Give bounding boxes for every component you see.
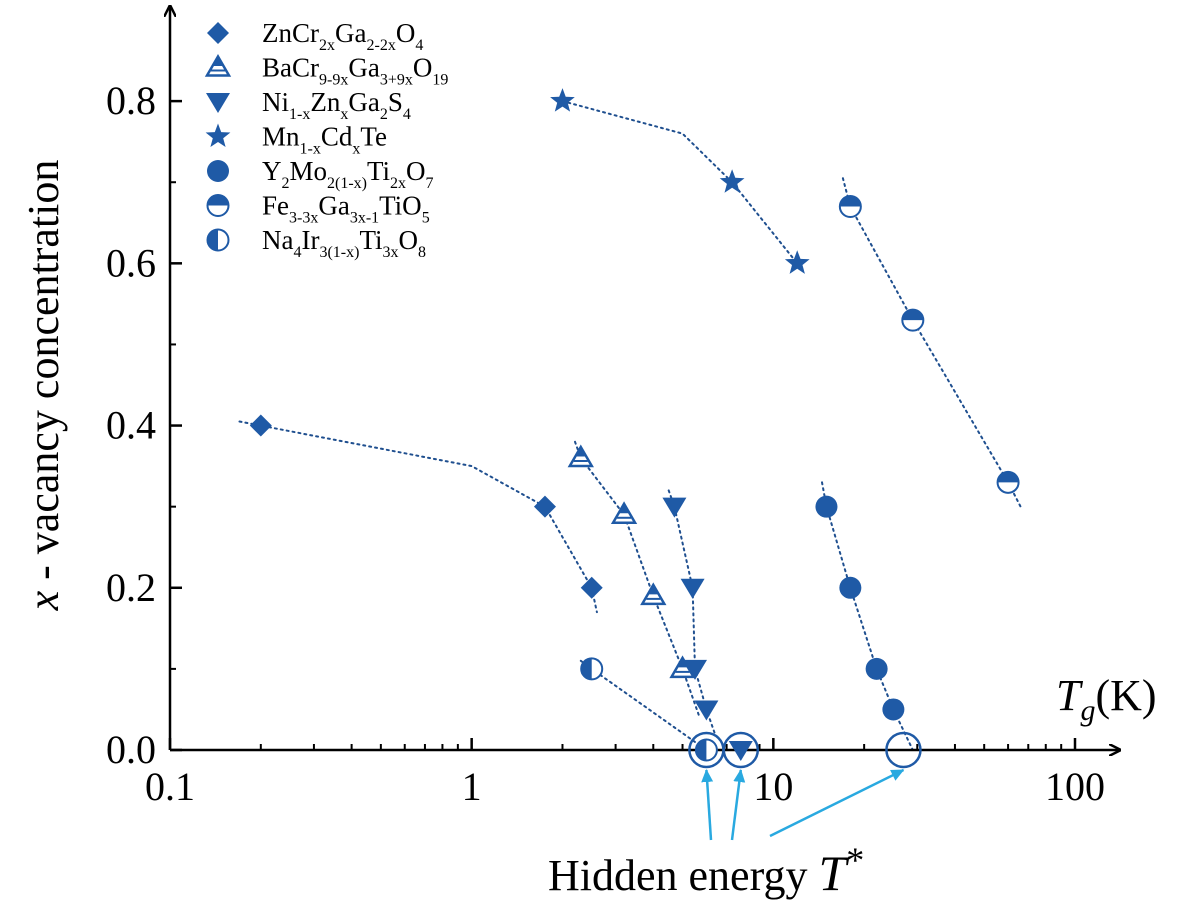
series-2-point — [640, 582, 667, 606]
annotation-arrow — [701, 769, 714, 841]
fit-line-6 — [841, 177, 1022, 508]
hidden-energy-circle — [885, 731, 922, 769]
legend-entry-2: BaCr9-9xGa3+9xO19 — [262, 53, 448, 89]
series-1-point — [249, 414, 272, 437]
series-2-point — [567, 444, 594, 468]
fit-line-4 — [561, 100, 799, 265]
series-1-point — [533, 495, 556, 518]
series-1-point — [580, 576, 603, 599]
series-5-point — [882, 698, 905, 721]
series-3-point — [662, 497, 687, 518]
series-2-point — [610, 501, 638, 525]
series-5-point — [865, 657, 888, 680]
hidden-energy-circle — [722, 731, 760, 769]
legend-entry-1: ZnCr2xGa2-2xO4 — [262, 18, 423, 54]
legend-entry-7: Na4Ir3(1-x)Ti3xO8 — [262, 225, 426, 261]
y-tick-label: 0.0 — [106, 727, 156, 772]
data-markers — [249, 88, 1020, 762]
legend: ZnCr2xGa2-2xO4BaCr9-9xGa3+9xO19Ni1-xZnxG… — [204, 18, 448, 261]
fit-lines — [238, 100, 1022, 751]
hidden-energy-label: Hidden energy T* — [548, 840, 864, 901]
y-axis-title: x - vacancy concentration — [19, 160, 68, 612]
series-6-point — [901, 308, 925, 332]
y-tick-label: 0.4 — [106, 403, 156, 448]
series-4-point — [784, 250, 810, 274]
x-axis-title: Tg(K) — [1056, 671, 1157, 727]
x-tick-label: 10 — [753, 764, 793, 809]
annotation-arrow — [730, 769, 746, 841]
legend-marker-4 — [205, 123, 231, 147]
legend-marker-7 — [206, 228, 230, 252]
series-6-point — [996, 470, 1020, 494]
series-6-point — [838, 195, 862, 219]
series-5-point — [815, 495, 838, 518]
series-3-point — [728, 741, 753, 761]
legend-marker-6 — [206, 194, 230, 217]
series-4-point — [719, 169, 745, 193]
x-tick-label: 1 — [462, 764, 482, 809]
annotation-arrow — [769, 768, 905, 838]
y-tick-label: 0.6 — [106, 240, 156, 285]
legend-marker-2 — [204, 54, 232, 77]
legend-marker-5 — [207, 160, 229, 182]
series-3-point — [694, 700, 719, 721]
annotation: Hidden energy T* — [548, 768, 905, 901]
series-7-point — [694, 738, 718, 762]
series-3-point — [683, 659, 708, 680]
legend-entry-3: Ni1-xZnxGa2S4 — [262, 87, 411, 123]
legend-entry-5: Y2Mo2(1-x)Ti2xO7 — [262, 156, 434, 192]
y-tick-label: 0.8 — [106, 78, 156, 123]
y-tick-label: 0.2 — [106, 565, 156, 610]
axes: 0.1 1 10 100 0.0 0.2 0.4 0.6 0.8 x - vacancy conc… — [19, 6, 1157, 809]
series-4-point — [550, 88, 575, 112]
legend-marker-1 — [207, 22, 229, 44]
series-5-point — [839, 576, 862, 599]
x-tick-label: 0.1 — [145, 764, 195, 809]
series-7-point — [580, 657, 604, 681]
legend-entry-6: Fe3-3xGa3x-1TiO5 — [262, 191, 430, 227]
legend-marker-3 — [206, 93, 230, 113]
fit-line-1 — [238, 420, 598, 614]
hidden-points — [688, 731, 922, 769]
legend-entry-4: Mn1-xCdxTe — [262, 122, 387, 158]
series-3-point — [680, 578, 705, 599]
x-tick-label: 100 — [1045, 764, 1105, 809]
